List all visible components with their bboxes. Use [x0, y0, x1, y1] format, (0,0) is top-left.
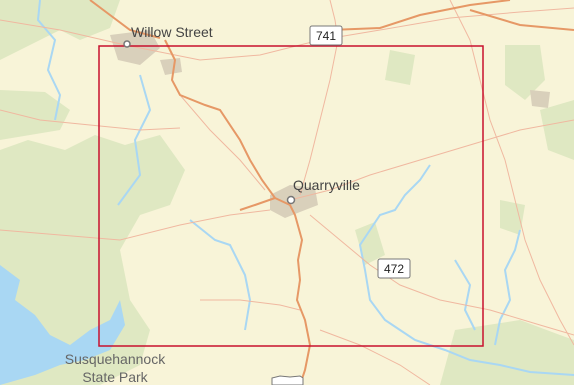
water-features	[36, 0, 574, 376]
route-shield-741[interactable]: 741	[309, 25, 343, 46]
us-highway-shield-icon	[271, 375, 304, 385]
willow-street-marker-icon[interactable]	[123, 40, 131, 48]
quarryville-marker-icon[interactable]	[286, 195, 296, 205]
route-shield-741-label: 741	[316, 29, 336, 43]
park-label-line2[interactable]: State Park	[82, 369, 148, 385]
route-shield-472-label: 472	[384, 262, 404, 276]
place-label-quarryville[interactable]: Quarryville	[293, 177, 360, 193]
major-roads	[89, 0, 574, 385]
route-shield-icon	[309, 25, 343, 46]
place-label-willow-street[interactable]: Willow Street	[131, 24, 213, 40]
extent-box[interactable]	[98, 45, 484, 347]
route-shield-icon	[377, 258, 411, 279]
park-label-line1[interactable]: Susquehannock	[65, 351, 166, 367]
route-shield-472[interactable]: 472	[377, 258, 411, 279]
river-water	[0, 265, 125, 385]
